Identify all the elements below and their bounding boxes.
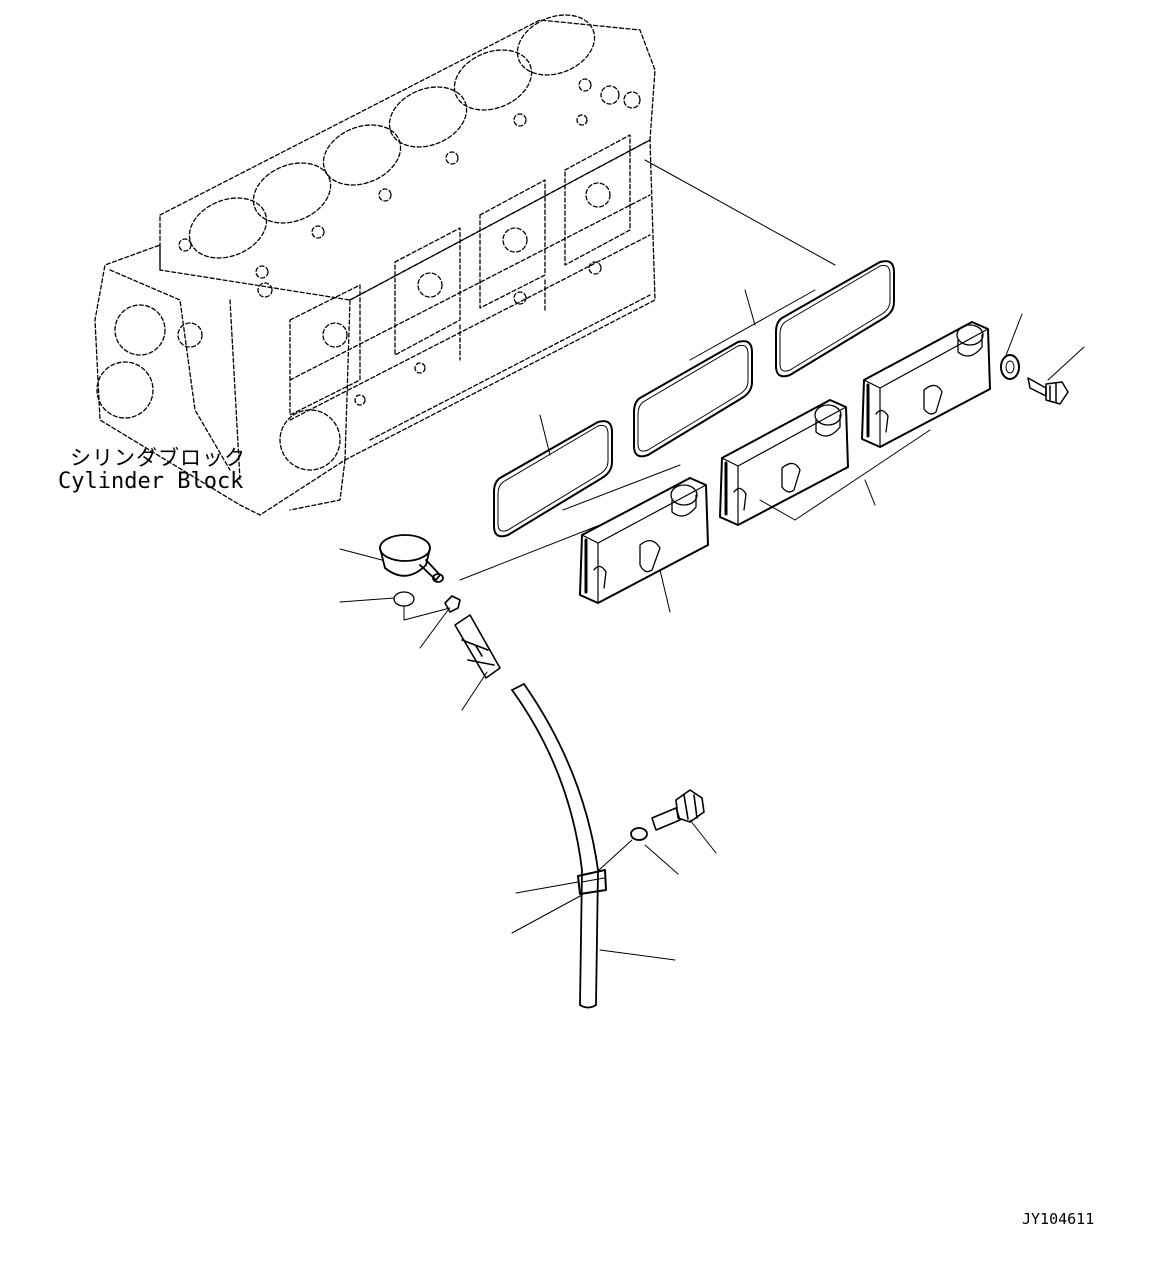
- leader-lines: [340, 160, 1084, 960]
- head-cover-left: [580, 478, 708, 603]
- head-cover-gasket-right: [776, 261, 894, 376]
- cylinder-block-label-en: Cylinder Block: [58, 469, 244, 494]
- connection-hose: [455, 615, 500, 678]
- oil-filler-cap: [380, 535, 443, 582]
- head-cover-gasket-middle: [634, 341, 752, 456]
- seal-washer: [1001, 355, 1019, 379]
- adapter-fitting: [445, 596, 460, 612]
- cylinder-block: [95, 4, 655, 515]
- head-cover-right: [862, 322, 990, 447]
- o-ring: [394, 592, 414, 606]
- head-cover-bolt: [1028, 378, 1068, 404]
- cylinder-block-label-jp: シリンダブロック: [70, 446, 246, 470]
- drawing-number: JY104611: [1022, 1210, 1095, 1228]
- clamp-bolt: [652, 790, 704, 830]
- oil-level-gauge-tube: [512, 684, 598, 1008]
- head-cover-gasket-left: [494, 421, 612, 536]
- clamp-washer: [631, 828, 647, 840]
- tube-clamp: [578, 870, 606, 894]
- head-cover-middle: [720, 400, 848, 525]
